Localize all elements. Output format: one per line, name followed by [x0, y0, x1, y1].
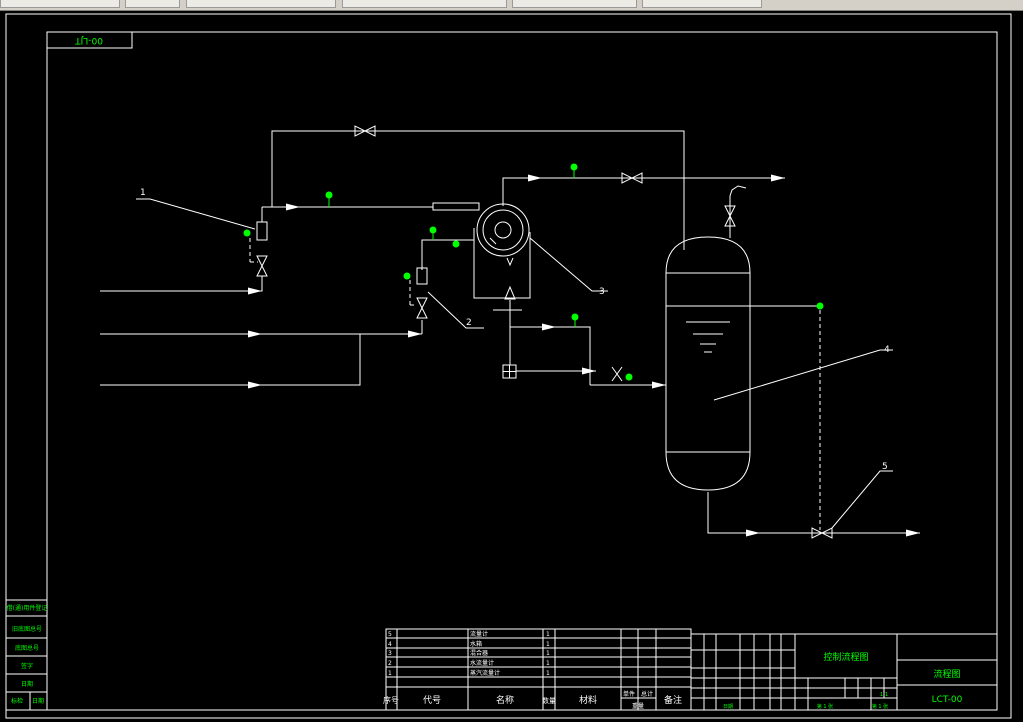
drawing-frame: [5, 13, 1012, 719]
toolbar-tab[interactable]: [186, 0, 336, 8]
process-piping: [100, 130, 920, 537]
toolbar-tab[interactable]: [342, 0, 507, 8]
callout-number: 1: [140, 188, 146, 198]
part-name: 流量计: [470, 630, 488, 638]
x-valve-icon: [611, 366, 623, 382]
instrument-icon: [325, 191, 333, 199]
part-no: 2: [388, 660, 392, 667]
left-strip: [5, 599, 48, 711]
instrument-icon: [452, 240, 460, 248]
toolbar-tab[interactable]: [512, 0, 637, 8]
part-name: 水流量计: [470, 659, 494, 667]
callout-number: 5: [882, 462, 888, 472]
header-qty: 数量: [542, 696, 556, 705]
part-qty: 1: [546, 670, 550, 677]
drawing-code-label: 00-LJT: [75, 35, 103, 45]
strip-bottom-right: 日期: [32, 697, 44, 705]
date-label: 日期: [723, 704, 733, 710]
strip-row-label: 旧底图总号: [12, 625, 42, 633]
scale-label: 1:1: [880, 692, 888, 698]
part-qty: 1: [546, 660, 550, 667]
header-total-weight: 总计: [641, 690, 653, 698]
part-name: 水箱: [470, 640, 482, 648]
header-remarks: 备注: [664, 694, 682, 706]
sheet-label: 第 1 张: [817, 703, 833, 710]
flow-meter-icon: [256, 221, 268, 241]
title-block: [690, 633, 998, 711]
instrument-icon: [625, 373, 633, 381]
drawing-type: 流程图: [933, 668, 960, 680]
mixer-icon: [476, 203, 530, 257]
instrument-icon: [429, 226, 437, 234]
instruments: [243, 163, 824, 381]
header-name: 名称: [496, 694, 514, 706]
instrument-icon: [816, 302, 824, 310]
part-qty: 1: [546, 631, 550, 638]
toolbar-tab[interactable]: [642, 0, 762, 8]
toolbar-tab[interactable]: [0, 0, 120, 8]
flow-meter-icon: [416, 267, 428, 285]
instrument-icon: [243, 229, 251, 237]
gate-valve-icon: [256, 255, 268, 277]
strip-row-label: 借(通)用件登记: [7, 604, 48, 612]
triangle-icon: [504, 285, 516, 300]
header-no: 序号: [383, 695, 399, 705]
callout-number: 3: [599, 287, 605, 297]
part-qty: 1: [546, 650, 550, 657]
gate-valve-icon: [621, 172, 643, 184]
part-name: 混合器: [470, 649, 488, 657]
drawing-number: LCT-00: [932, 695, 963, 705]
part-name: 蒸汽流量计: [470, 669, 500, 677]
instrument-icon: [570, 163, 578, 171]
part-no: 1: [388, 670, 392, 677]
strip-row-label: 底图总号: [15, 644, 39, 652]
gate-valve-icon: [416, 297, 428, 319]
header-weight: 重量: [632, 702, 644, 710]
part-no: 3: [388, 650, 392, 657]
part-qty: 1: [546, 641, 550, 648]
part-no: 5: [388, 631, 392, 638]
strip-row-label: 签字: [21, 662, 33, 670]
header-unit-weight: 单件: [623, 690, 635, 698]
gate-valve-icon: [354, 125, 376, 137]
strip-bottom-left: 标检: [11, 697, 23, 705]
drawing-name: 控制流程图: [823, 651, 868, 663]
window-toolbar: [0, 0, 1023, 11]
instrument-icon: [571, 313, 579, 321]
valves: [256, 125, 833, 539]
parts-list-table: [385, 628, 692, 711]
header-material: 材料: [579, 694, 597, 706]
gate-valve-icon: [724, 205, 736, 227]
instrument-icon: [403, 272, 411, 280]
leader-lines: [136, 198, 893, 529]
strip-row-label: 日期: [21, 680, 33, 688]
header-code: 代号: [423, 695, 441, 706]
sheet-label: 第 1 张: [872, 703, 888, 710]
callout-number: 4: [884, 345, 890, 355]
toolbar-tab[interactable]: [125, 0, 180, 8]
callout-number: 2: [466, 318, 472, 328]
signal-lines: [249, 238, 821, 530]
part-no: 4: [388, 641, 392, 648]
